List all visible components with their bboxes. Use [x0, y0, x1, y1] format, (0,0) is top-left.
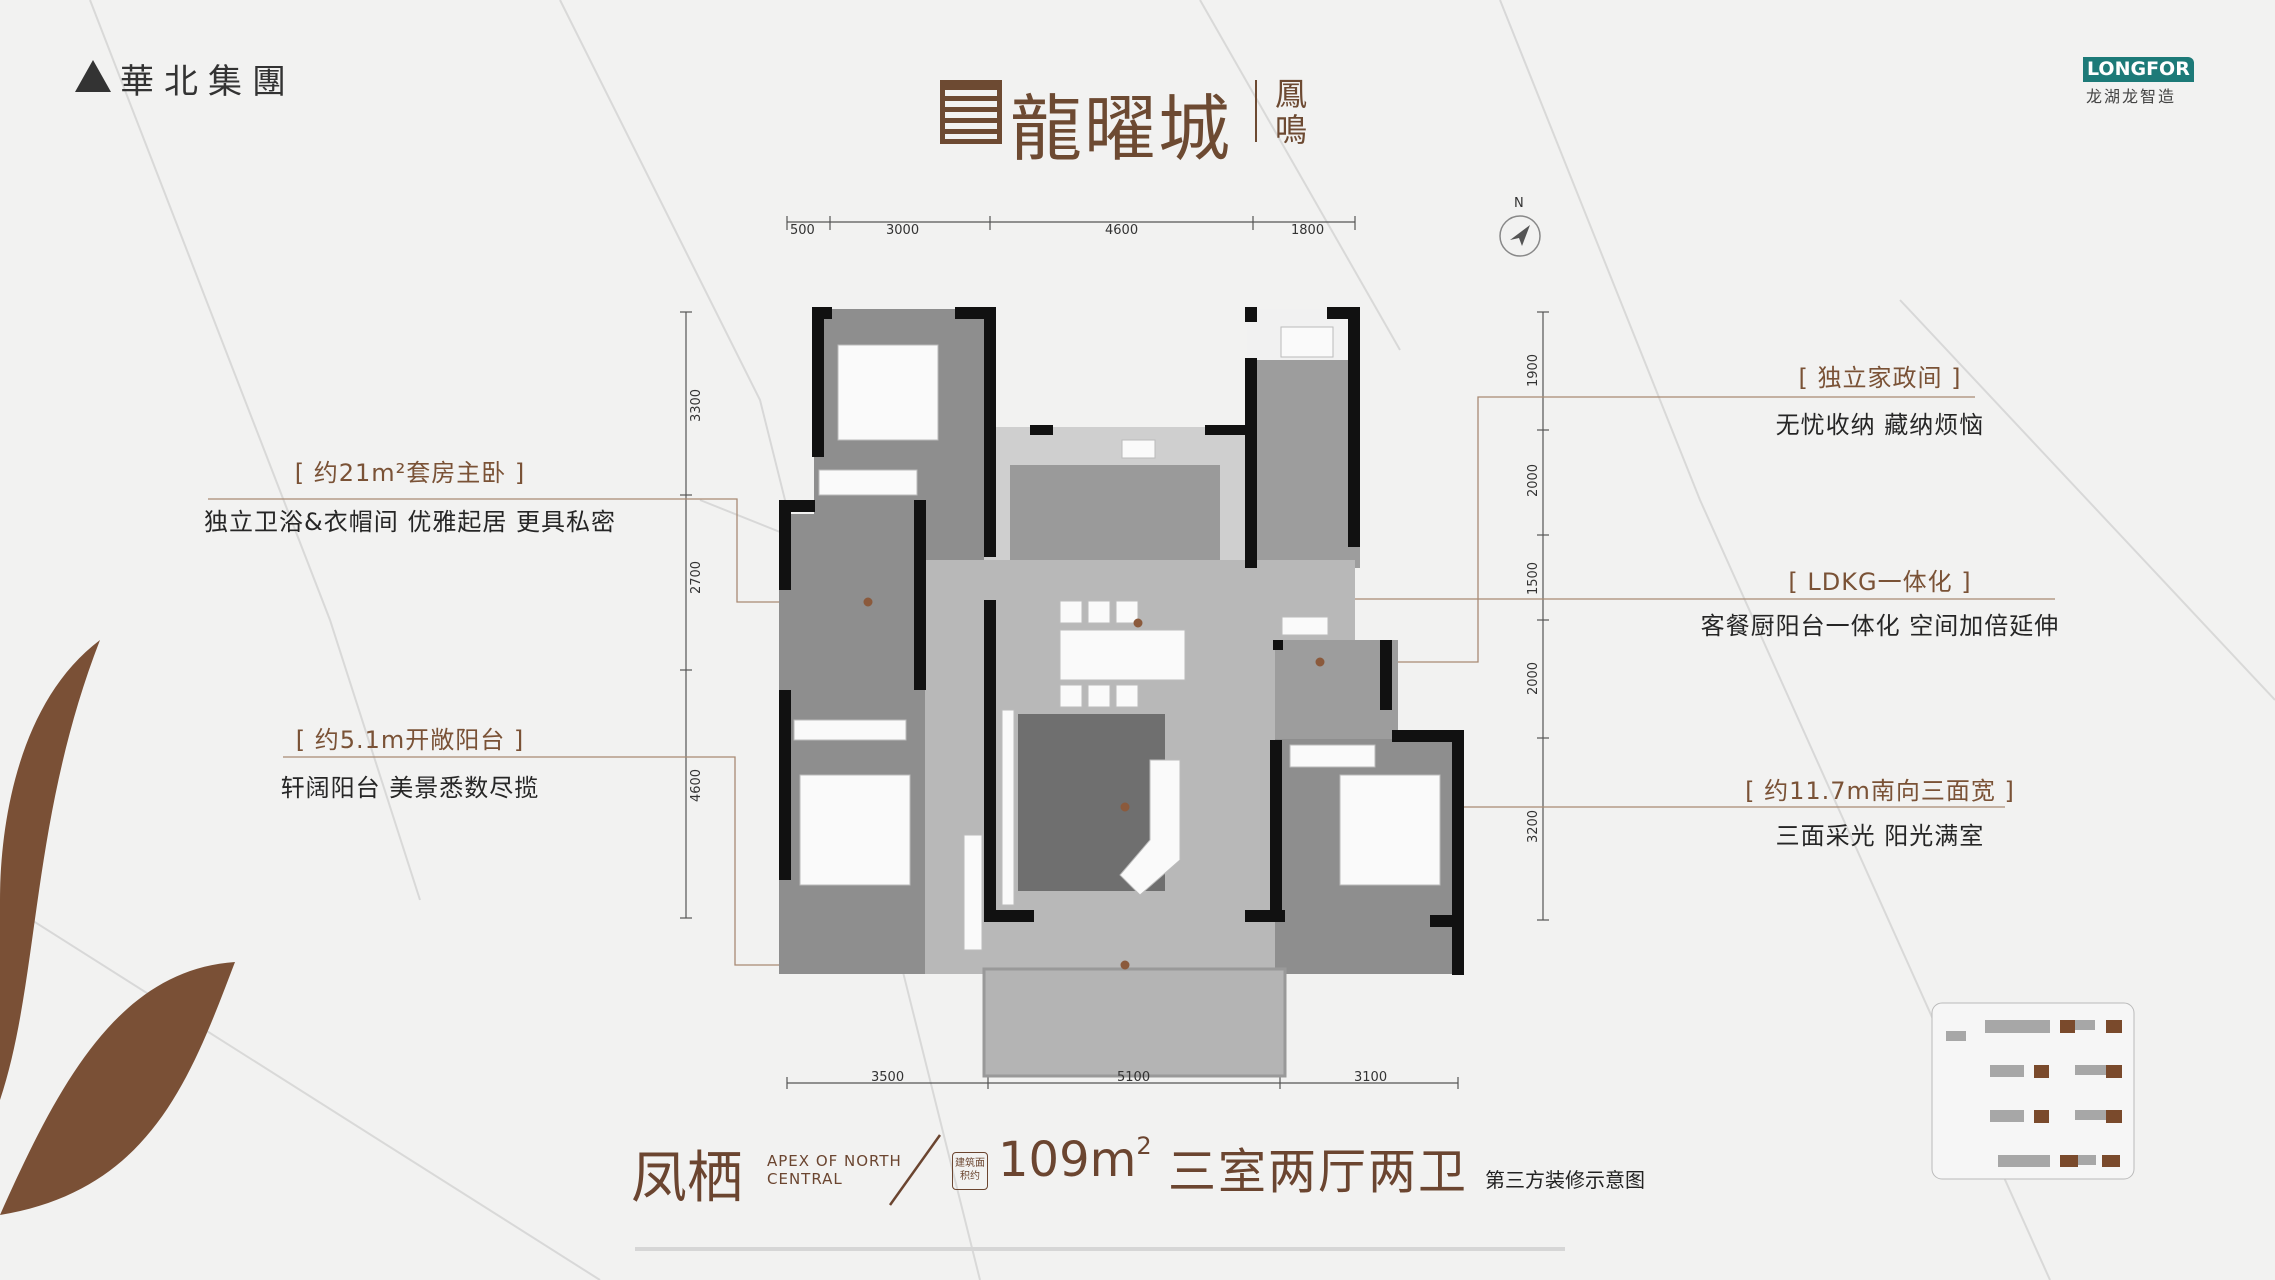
- project-sub-logo: 鳳鳴: [1275, 75, 1308, 149]
- callout-utility-tag: [ 独立家政间 ]: [1798, 364, 1962, 392]
- dim-bottom: 5100: [1117, 1070, 1151, 1085]
- dim-top: 500: [790, 223, 815, 238]
- callout-frontage-desc: 三面采光 阳光满室: [1775, 822, 1985, 850]
- partner-logo: LONGFOR: [2083, 57, 2194, 82]
- area-value: 109m: [998, 1132, 1137, 1188]
- floor-plan: [779, 307, 1464, 1078]
- second-bed: [799, 774, 911, 886]
- dim-right: 1500: [1526, 561, 1542, 596]
- area-badge: 建筑面积约: [952, 1152, 988, 1190]
- third-bed: [1339, 774, 1441, 886]
- project-logo: 龍曜城: [1010, 87, 1233, 171]
- unit-name: 凤栖: [631, 1146, 743, 1211]
- unit-en-line2: CENTRAL: [767, 1170, 843, 1188]
- title-divider: [888, 1134, 942, 1206]
- dim-top: 4600: [1105, 223, 1139, 238]
- dim-top: 3000: [886, 223, 920, 238]
- unit-en-line1: APEX OF NORTH: [767, 1152, 902, 1170]
- dim-left: 3300: [689, 388, 705, 423]
- unit-area: 109m2: [998, 1132, 1152, 1188]
- callout-master-desc: 独立卫浴&衣帽间 优雅起居 更具私密: [204, 508, 616, 536]
- compass-label: N: [1514, 196, 1524, 211]
- unit-layout: 三室两厅两卫: [1168, 1144, 1469, 1200]
- area-unit-sup: 2: [1136, 1132, 1152, 1160]
- logo-divider: [1255, 80, 1257, 142]
- dim-top: 1800: [1291, 223, 1325, 238]
- dimension-lines: [680, 216, 1549, 1089]
- developer-logo: 華北集團: [120, 62, 296, 102]
- sofa: [1119, 759, 1181, 896]
- dim-right: 1900: [1526, 353, 1542, 388]
- callout-master-tag: [ 约21m²套房主卧 ]: [294, 459, 526, 487]
- callout-ldkg-desc: 客餐厨阳台一体化 空间加倍延伸: [1700, 612, 2060, 640]
- developer-logo-icon: [75, 60, 111, 92]
- dining-table: [1059, 629, 1186, 681]
- dim-right: 2000: [1526, 661, 1542, 696]
- decorative-leaf: [0, 640, 100, 1100]
- decorative-leaf: [0, 962, 235, 1215]
- dim-right: 3200: [1526, 809, 1542, 844]
- project-logo-icon: [940, 80, 1002, 144]
- callout-ldkg-tag: [ LDKG一体化 ]: [1788, 568, 1972, 596]
- master-bed: [837, 344, 939, 441]
- sink: [1121, 439, 1156, 459]
- callout-balcony-tag: [ 约5.1m开敞阳台 ]: [295, 726, 525, 754]
- unit-english-name: APEX OF NORTH CENTRAL: [767, 1152, 902, 1188]
- decoration-note: 第三方装修示意图: [1485, 1168, 1645, 1192]
- dim-left: 4600: [689, 768, 705, 803]
- callout-balcony-desc: 轩阔阳台 美景悉数尽揽: [280, 774, 540, 802]
- compass-icon: [1499, 215, 1541, 257]
- dim-bottom: 3100: [1354, 1070, 1388, 1085]
- key-plan: [1931, 1002, 2135, 1180]
- dim-left: 2700: [689, 560, 705, 595]
- callout-frontage-tag: [ 约11.7m南向三面宽 ]: [1745, 777, 2015, 805]
- callout-utility-desc: 无忧收纳 藏纳烦恼: [1775, 411, 1985, 439]
- partner-sub: 龙湖龙智造: [2086, 87, 2177, 106]
- dim-bottom: 3500: [871, 1070, 905, 1085]
- disclaimer-fine-print: [635, 1247, 1565, 1251]
- dim-right: 2000: [1526, 463, 1542, 498]
